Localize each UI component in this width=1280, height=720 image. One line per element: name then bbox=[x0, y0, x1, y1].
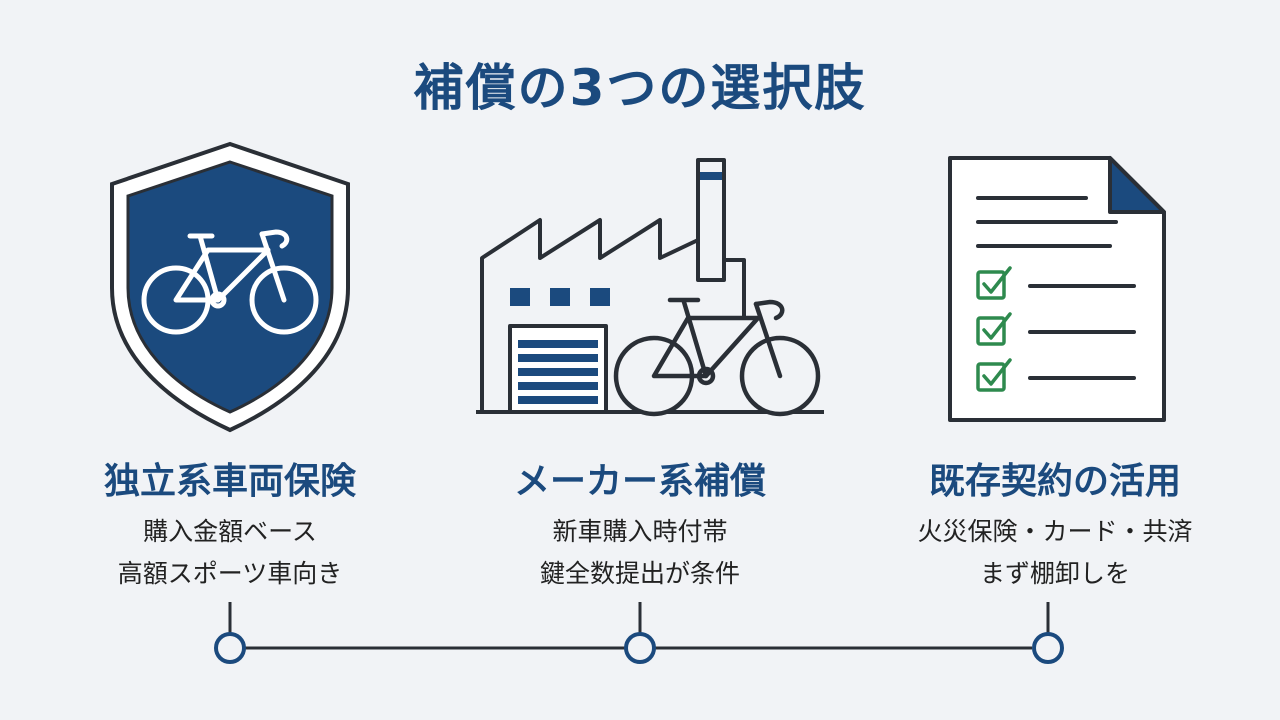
option-detail: 新車購入時付帯 bbox=[552, 517, 728, 546]
timeline-node bbox=[624, 632, 656, 664]
page-title: 補償の3つの選択肢 bbox=[413, 59, 867, 117]
option-detail: 購入金額ベース bbox=[143, 517, 317, 546]
option-title-existing: 既存契約の活用 bbox=[928, 461, 1181, 502]
option-title-independent: 独立系車両保険 bbox=[103, 461, 356, 502]
checklist-document-icon bbox=[948, 156, 1166, 422]
option-detail: まず棚卸しを bbox=[979, 559, 1130, 588]
option-title-maker: メーカー系補償 bbox=[513, 461, 766, 502]
option-detail: 高額スポーツ車向き bbox=[117, 559, 343, 588]
shield-bicycle-icon bbox=[110, 141, 350, 433]
factory-bicycle-icon bbox=[476, 158, 824, 417]
option-detail: 火災保険・カード・共済 bbox=[917, 517, 1193, 546]
timeline-node bbox=[214, 632, 246, 664]
timeline-node bbox=[1032, 632, 1064, 664]
timeline bbox=[214, 602, 1064, 664]
option-detail: 鍵全数提出が条件 bbox=[539, 559, 740, 588]
